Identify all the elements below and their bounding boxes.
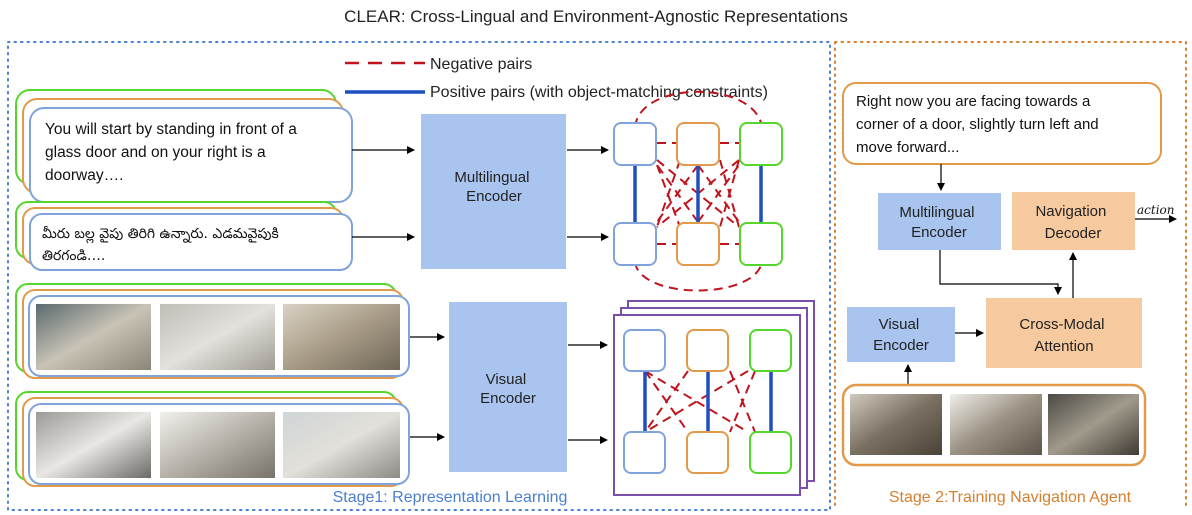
navigation-decoder: [1012, 192, 1135, 250]
text-embedding-node: [739, 122, 783, 166]
visual-encoder-stage2-label: Visual Encoder: [873, 316, 929, 354]
visual-encoder-stage1-label: Visual Encoder: [480, 371, 536, 407]
english-instruction-stack: You will start by standing in front of a…: [15, 89, 353, 203]
visual-embedding-node: [686, 329, 729, 372]
negative-pair-edges: [644, 370, 756, 433]
text-embedding-node: [613, 122, 657, 166]
room-image: [850, 394, 942, 455]
cross-modal-attention: [986, 298, 1142, 368]
action-output-label: action: [1137, 203, 1175, 217]
text-embedding-node: [676, 222, 720, 266]
stage2-frame: [834, 41, 1187, 511]
room-image: [160, 412, 275, 478]
multilingual-encoder-stage1: [421, 114, 566, 269]
visual-embedding-node: [749, 431, 792, 474]
visual-contrastive-grid: [613, 300, 815, 496]
legend-positive-label: Positive pairs (with object-matching con…: [430, 84, 768, 101]
stage2-instruction-box: [842, 82, 1162, 165]
image-stack-top: [15, 283, 410, 379]
positive-pair-edges: [643, 371, 773, 432]
stage2-label: Stage 2:Training Navigation Agent: [889, 489, 1132, 506]
english-line-3: doorway….: [45, 167, 123, 184]
negative-pair-edge: [634, 261, 763, 292]
text-embedding-node: [676, 122, 720, 166]
positive-pair-edges: [633, 165, 763, 222]
multilingual-encoder-stage2-label: Multilingual Encoder: [899, 204, 978, 241]
room-image: [36, 412, 151, 478]
multilingual-encoder-stage1-label: Multilingual Encoder: [454, 169, 533, 205]
stage1-frame: [7, 41, 831, 511]
stage2-instruction-text: Right now you are facing towards a corne…: [856, 93, 1103, 156]
text-embedding-node: [613, 222, 657, 266]
text-contrastive-grid: [613, 90, 783, 292]
telugu-line-1: మీరు బల్ల వైపు తిరిగి ఉన్నారు. ఎడమవైపుకి: [42, 226, 279, 244]
visual-embedding-node: [686, 431, 729, 474]
multilingual-encoder-stage2: [878, 193, 1001, 250]
legend-negative-label: Negative pairs: [430, 56, 532, 73]
room-image: [283, 412, 400, 478]
english-instruction-text: You will start by standing in front of a…: [45, 121, 301, 184]
image-stack-bottom: [15, 391, 410, 487]
room-image: [1048, 394, 1139, 455]
telugu-instruction-stack: మీరు బల్ల వైపు తిరిగి ఉన్నారు. ఎడమవైపుకి…: [15, 201, 353, 271]
telugu-line-2: తిరగండి….: [42, 248, 105, 264]
cross-modal-attention-label: Cross-Modal Attention: [1019, 316, 1108, 355]
text-embedding-node: [739, 222, 783, 266]
english-line-1: You will start by standing in front of a: [45, 121, 297, 138]
telugu-instruction-text: మీరు బల్ల వైపు తిరిగి ఉన్నారు. ఎడమవైపుకి…: [42, 226, 283, 264]
negative-pair-edge: [634, 90, 763, 128]
arrow: [939, 250, 1062, 295]
room-image: [950, 394, 1042, 455]
stage1-label: Stage1: Representation Learning: [333, 489, 568, 506]
room-image: [160, 304, 275, 370]
diagram-title: CLEAR: Cross-Lingual and Environment-Agn…: [344, 7, 848, 26]
room-image: [36, 304, 151, 370]
visual-embedding-node: [623, 431, 666, 474]
room-image: [283, 304, 400, 370]
navigation-decoder-label: Navigation Decoder: [1035, 203, 1110, 242]
visual-encoder-stage2: [847, 307, 955, 362]
visual-embedding-node: [623, 329, 666, 372]
visual-embedding-node: [749, 329, 792, 372]
english-line-2: glass door and on your right is a: [45, 144, 266, 161]
visual-encoder-stage1: [449, 302, 567, 472]
